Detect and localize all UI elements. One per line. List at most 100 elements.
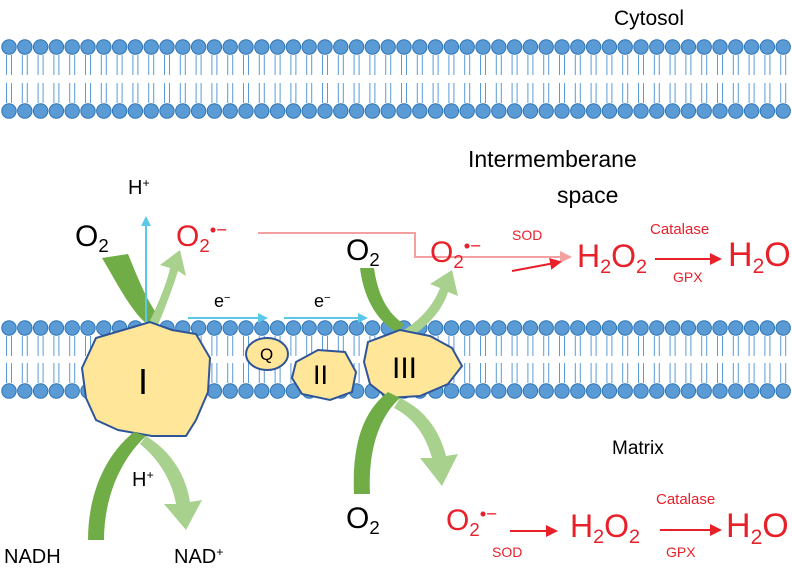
- electron-1-symbol: e: [214, 291, 225, 311]
- outer-membrane-lipid-head: [254, 103, 270, 119]
- nad-symbol: NAD: [174, 546, 217, 568]
- outer-membrane-lipid-head: [159, 103, 175, 119]
- outer-membrane-lipid-head: [1, 103, 17, 119]
- superoxide-2-subscript: 2: [453, 250, 464, 272]
- electron-2-charge: −: [324, 291, 331, 304]
- inner-membrane-lipid-head: [680, 320, 697, 336]
- superoxide-2-charge: •−: [463, 234, 482, 256]
- inner-membrane-lipid-head: [238, 383, 254, 399]
- outer-membrane-lipid-head: [712, 103, 728, 119]
- outer-membrane-lipid-head: [664, 103, 681, 119]
- inner-membrane-lipid-head: [601, 320, 618, 336]
- outer-membrane-lipid-head: [333, 103, 349, 119]
- outer-membrane-lipid-head: [459, 103, 475, 119]
- nadh-label: NADH: [4, 546, 61, 568]
- water-label-bottom: H2O: [726, 507, 789, 548]
- sod-label-top: SOD: [512, 227, 543, 243]
- superoxide-label-3: O2•−: [446, 504, 497, 539]
- inner-membrane-lipid-head: [522, 320, 539, 336]
- inner-membrane-lipid-head: [206, 320, 223, 336]
- outer-membrane: [1, 39, 791, 119]
- inner-membrane-lipid-head: [538, 320, 554, 336]
- inner-membrane-lipid-head: [475, 320, 491, 336]
- h2o2-bottom-o-sub: 2: [629, 526, 641, 549]
- inner-membrane-lipid-head: [601, 383, 618, 399]
- outer-membrane-lipid-head: [17, 103, 33, 119]
- inner-membrane-lipid-head: [443, 383, 460, 399]
- inner-membrane-lipid-head: [443, 320, 460, 336]
- superoxide-transfer-line: [258, 232, 572, 263]
- inner-membrane-lipid-head: [80, 320, 96, 336]
- inner-membrane-lipid-head: [238, 320, 254, 336]
- outer-membrane-lipid-head: [64, 103, 80, 119]
- inner-membrane-lipid-head: [585, 320, 602, 336]
- outer-membrane-lipid-head: [712, 39, 728, 55]
- outer-membrane-lipid-head: [617, 103, 633, 119]
- outer-membrane-lipid-head: [396, 39, 412, 55]
- outer-membrane-lipid-head: [506, 39, 523, 55]
- inner-membrane-lipid-head: [506, 383, 523, 399]
- catalase-label-bottom: Catalase: [656, 491, 716, 508]
- outer-membrane-lipid-head: [601, 103, 618, 119]
- outer-membrane-lipid-head: [317, 103, 333, 119]
- h2o-bottom-h: H: [726, 507, 751, 545]
- outer-membrane-lipid-head: [348, 39, 365, 55]
- oxygen-mid-symbol: O: [346, 234, 370, 267]
- inner-membrane-lipid-head: [364, 320, 381, 336]
- outer-membrane-lipid-head: [143, 39, 159, 55]
- cytosol-label: Cytosol: [614, 7, 685, 30]
- inner-membrane-lipid-head: [17, 383, 33, 399]
- oxygen-left-subscript: 2: [98, 234, 109, 256]
- outer-membrane-lipid-head: [301, 103, 317, 119]
- green-arc-complexI-top-dark: [102, 254, 160, 325]
- outer-membrane-lipid-head: [269, 103, 286, 119]
- outer-membrane-lipid-head: [759, 103, 776, 119]
- outer-membrane-lipid-head: [633, 39, 649, 55]
- complex-III-label: III: [392, 352, 418, 385]
- outer-membrane-lipid-head: [206, 39, 223, 55]
- outer-membrane-lipid-head: [649, 39, 665, 55]
- oxygen-label-mid: O2: [346, 234, 380, 269]
- inner-membrane-lipid-head: [633, 383, 649, 399]
- intermembrane-label-line2: space: [557, 182, 619, 208]
- inner-membrane-lipid-head: [775, 320, 791, 336]
- inner-membrane-lipid-head: [222, 383, 238, 399]
- h2o-top-h-sub: 2: [752, 254, 765, 278]
- water-label-top: H2O: [728, 238, 791, 277]
- nad-label: NAD+: [174, 546, 223, 568]
- outer-membrane-lipid-head: [664, 39, 681, 55]
- inner-membrane-lipid-head: [64, 383, 80, 399]
- sod-label-bottom: SOD: [492, 544, 523, 560]
- inner-membrane-lipid-head: [64, 320, 80, 336]
- superoxide-label-1: O2•−: [176, 218, 228, 255]
- outer-membrane-lipid-head: [743, 39, 760, 55]
- gpx-label-bottom: GPX: [666, 544, 696, 560]
- inner-membrane-lipid-head: [96, 320, 112, 336]
- inner-membrane-lipid-head: [491, 320, 507, 336]
- superoxide-1-charge: •−: [209, 218, 228, 240]
- inner-membrane-lipid-head: [743, 383, 760, 399]
- inner-membrane-lipid-head: [712, 320, 728, 336]
- outer-membrane-lipid-head: [64, 39, 80, 55]
- inner-membrane-lipid-head: [32, 383, 49, 399]
- inner-membrane-lipid-head: [301, 320, 317, 336]
- inner-membrane-lipid-head: [633, 320, 649, 336]
- intermembrane-label-line1: Intermemberane: [468, 146, 637, 172]
- superoxide-2-symbol: O: [430, 236, 454, 269]
- outer-membrane-lipid-head: [1, 39, 17, 55]
- h2o2-top-h: H: [577, 238, 601, 274]
- outer-membrane-lipid-head: [775, 39, 791, 55]
- proton-bottom-charge: +: [146, 468, 154, 483]
- outer-membrane-lipid-head: [617, 39, 633, 55]
- outer-membrane-lipid-head: [412, 103, 428, 119]
- outer-membrane-lipid-head: [475, 103, 491, 119]
- outer-membrane-lipid-head: [396, 103, 412, 119]
- outer-membrane-lipid-head: [696, 39, 712, 55]
- h2o2-top-o: O: [611, 238, 637, 274]
- inner-membrane-lipid-head: [348, 320, 365, 336]
- inner-membrane-lipid-head: [491, 383, 507, 399]
- green-arc-complexI-bottom-dark: [88, 432, 146, 540]
- outer-membrane-lipid-head: [633, 103, 649, 119]
- outer-membrane-lipid-head: [522, 103, 539, 119]
